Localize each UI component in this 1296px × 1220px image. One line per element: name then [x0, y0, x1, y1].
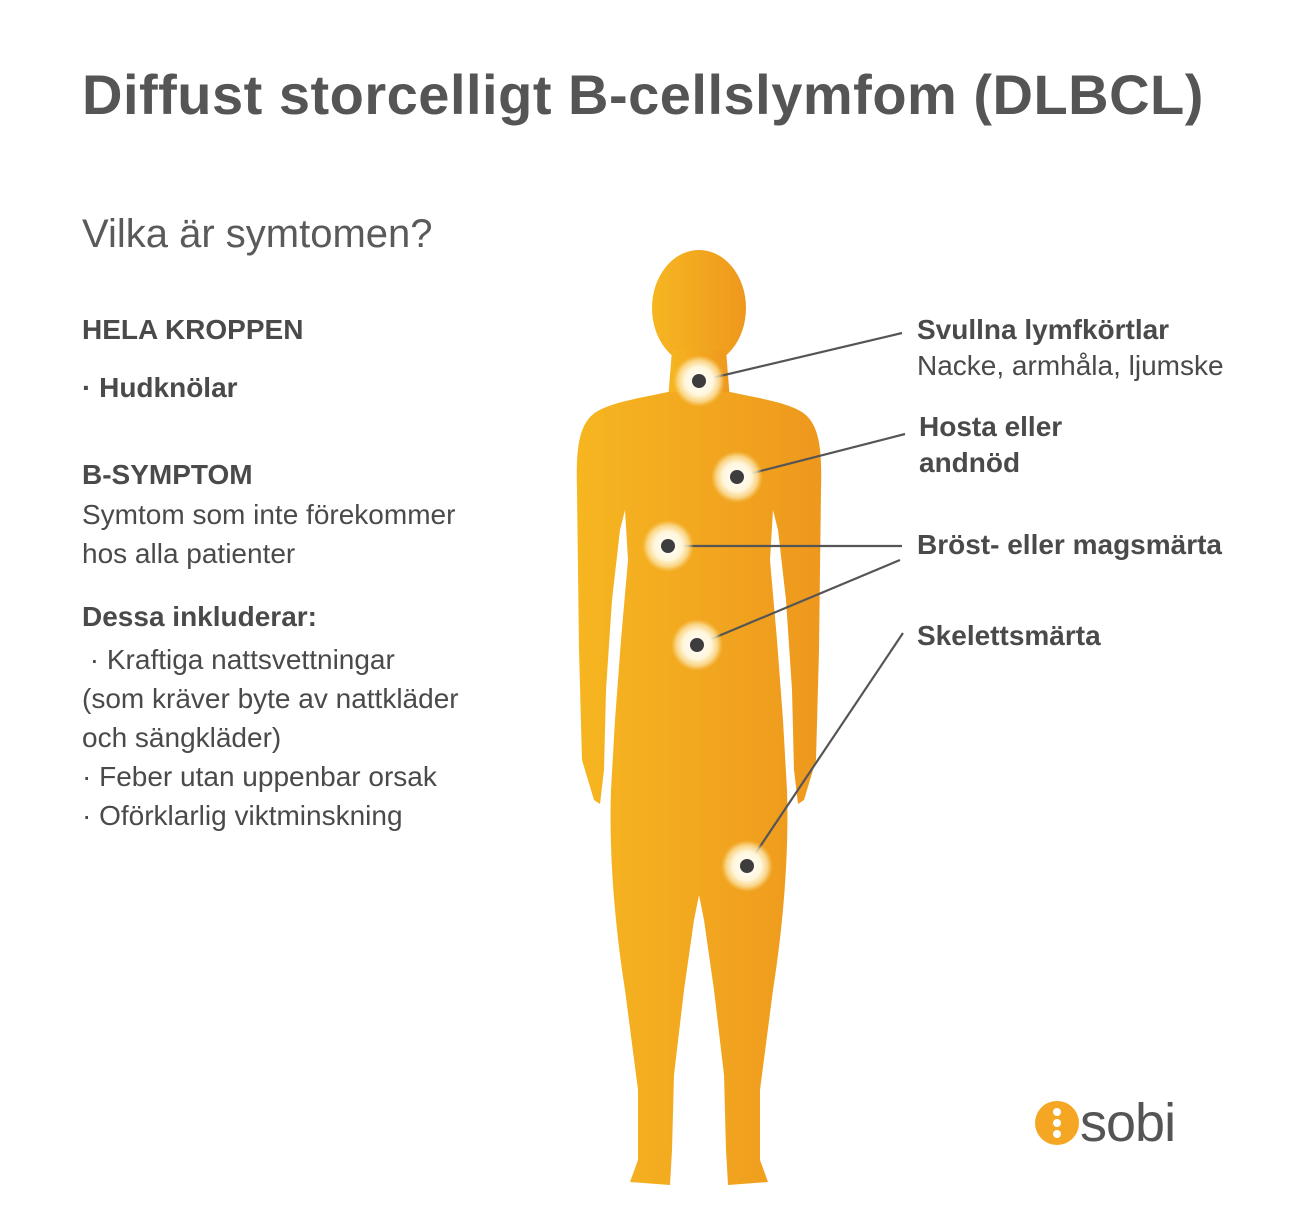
sobi-logo-text: sobi	[1080, 1093, 1176, 1153]
callout-title: Svullna lymfkörtlar	[917, 314, 1170, 345]
b-symptom-item-line: · Oförklarlig viktminskning	[82, 800, 403, 831]
callout-line-cough	[736, 432, 906, 479]
b-symptom-heading: B-SYMPTOM	[82, 459, 253, 490]
b-symptom-item-line: · Feber utan uppenbar orsak	[82, 761, 437, 792]
callout-line-abdomen	[696, 558, 901, 647]
b-symptom-item-line: och sängkläder)	[82, 722, 282, 753]
includes-heading: Dessa inkluderar:	[82, 601, 317, 632]
page-subtitle: Vilka är symtomen?	[82, 212, 433, 256]
marker-abdomen	[671, 619, 723, 671]
marker-chest-right	[711, 451, 763, 503]
callout-cough: Hosta eller andnöd	[919, 409, 1062, 481]
b-symptom-item-line: · Kraftiga nattsvettningar	[82, 644, 395, 675]
callout-lines	[668, 331, 906, 867]
whole-body-heading: HELA KROPPEN	[82, 314, 304, 345]
symptom-text-column: HELA KROPPEN · Hudknölar B-SYMPTOM Symto…	[82, 310, 552, 835]
marker-neck	[673, 355, 725, 407]
callout-line-bone	[746, 632, 904, 867]
page-title: Diffust storcelligt B-cellslymfom (DLBCL…	[82, 63, 1204, 126]
callout-detail: Nacke, armhåla, ljumske	[917, 350, 1224, 381]
b-symptom-item-line: (som kräver byte av nattkläder	[82, 683, 459, 714]
b-symptom-desc-line: hos alla patienter	[82, 538, 296, 569]
b-symptom-desc-line: Symtom som inte förekommer	[82, 499, 456, 530]
callout-title: Bröst- eller magsmärta	[917, 529, 1223, 560]
symptom-markers	[642, 355, 773, 892]
callout-line-lymph	[698, 331, 903, 383]
whole-body-item: · Hudknölar	[82, 372, 238, 403]
sobi-logo: sobi	[1034, 1093, 1176, 1153]
marker-thigh	[721, 840, 773, 892]
callout-bone-pain: Skelettsmärta	[917, 618, 1101, 654]
callout-title-line: andnöd	[919, 447, 1021, 478]
sobi-logo-mark-icon	[1035, 1101, 1079, 1145]
callout-lymph-nodes: Svullna lymfkörtlar Nacke, armhåla, ljum…	[917, 312, 1224, 384]
callout-title: Skelettsmärta	[917, 620, 1101, 651]
marker-chest-left	[642, 520, 694, 572]
callout-chest-pain: Bröst- eller magsmärta	[917, 527, 1222, 563]
callout-title-line: Hosta eller	[919, 411, 1063, 442]
